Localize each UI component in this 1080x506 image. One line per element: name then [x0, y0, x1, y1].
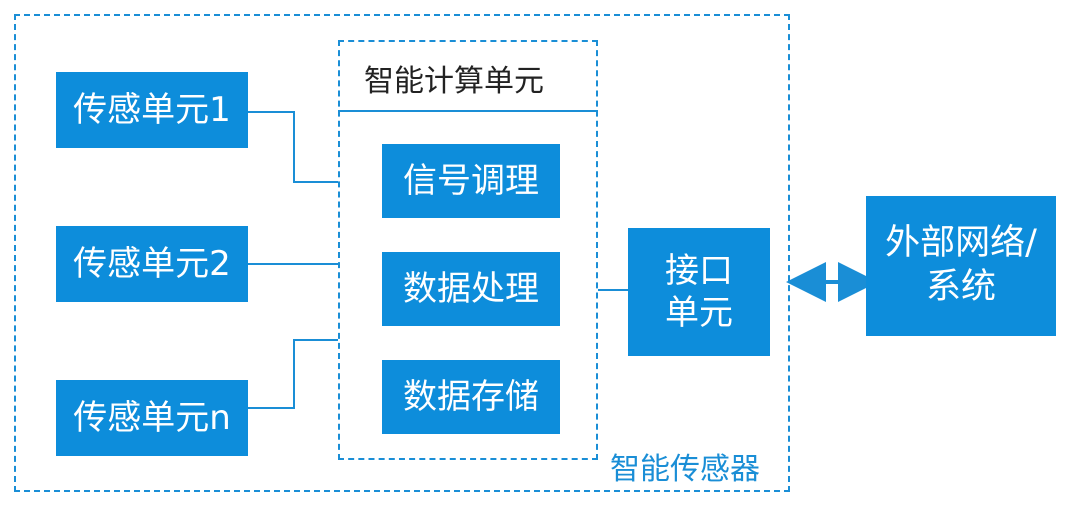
external-network-system-block: 外部网络/ 系统: [866, 196, 1056, 336]
external-network-system-line-2: 系统: [925, 267, 996, 307]
smart-sensor-label: 智能传感器: [610, 452, 760, 487]
signal-conditioning-block: 信号调理: [382, 144, 560, 218]
interface-unit-line-2: 单元: [665, 293, 733, 333]
data-processing-block: 数据处理: [382, 252, 560, 326]
external-network-system-line-1: 外部网络/: [885, 223, 1037, 264]
sensor-unit-n: 传感单元n: [56, 380, 248, 456]
smart-sensor-frame: [14, 14, 790, 492]
interface-unit-line-1: 接口: [665, 250, 733, 291]
data-storage-block: 数据存储: [382, 360, 560, 434]
compute-unit-title: 智能计算单元: [364, 64, 544, 99]
compute-unit-title-divider: [338, 110, 598, 112]
compute-unit-frame: [338, 40, 598, 460]
interface-unit-block: 接口 单元: [628, 228, 770, 356]
sensor-unit-2: 传感单元2: [56, 226, 248, 302]
sensor-unit-1: 传感单元1: [56, 72, 248, 148]
